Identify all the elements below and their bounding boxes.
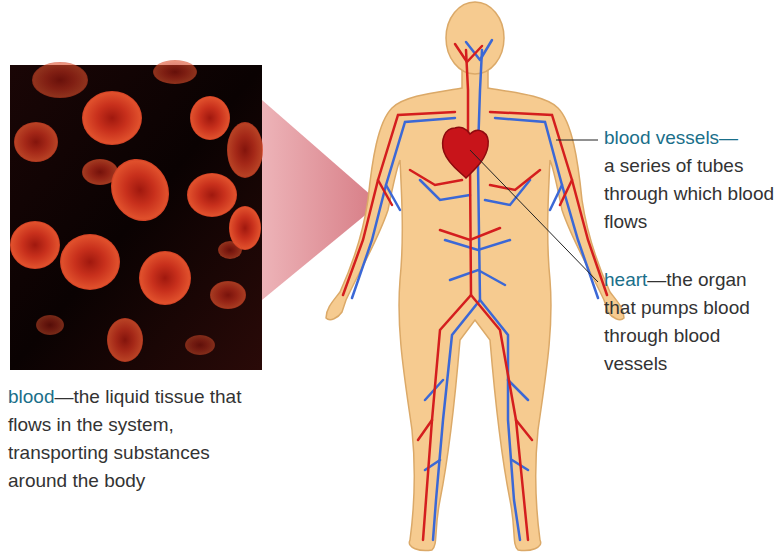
label-group: heart—the organ that pumps blood through…: [604, 266, 780, 378]
label-group: blood—the liquid tissue that flows in th…: [8, 383, 270, 495]
arteries: [343, 44, 607, 540]
term-label: blood: [8, 386, 55, 407]
leader-line: [556, 140, 598, 141]
veins: [352, 40, 598, 540]
label-group: blood vessels—a series of tubes through …: [604, 124, 780, 236]
body-silhouette: [326, 2, 624, 551]
definition-label: a series of tubes through which blood fl…: [604, 152, 780, 236]
leader-line: [470, 150, 598, 282]
blood-cell-photo: [10, 60, 263, 370]
term-label: heart: [604, 269, 647, 290]
term-label: blood vessels—: [604, 124, 780, 152]
heart-organ: [443, 127, 489, 178]
